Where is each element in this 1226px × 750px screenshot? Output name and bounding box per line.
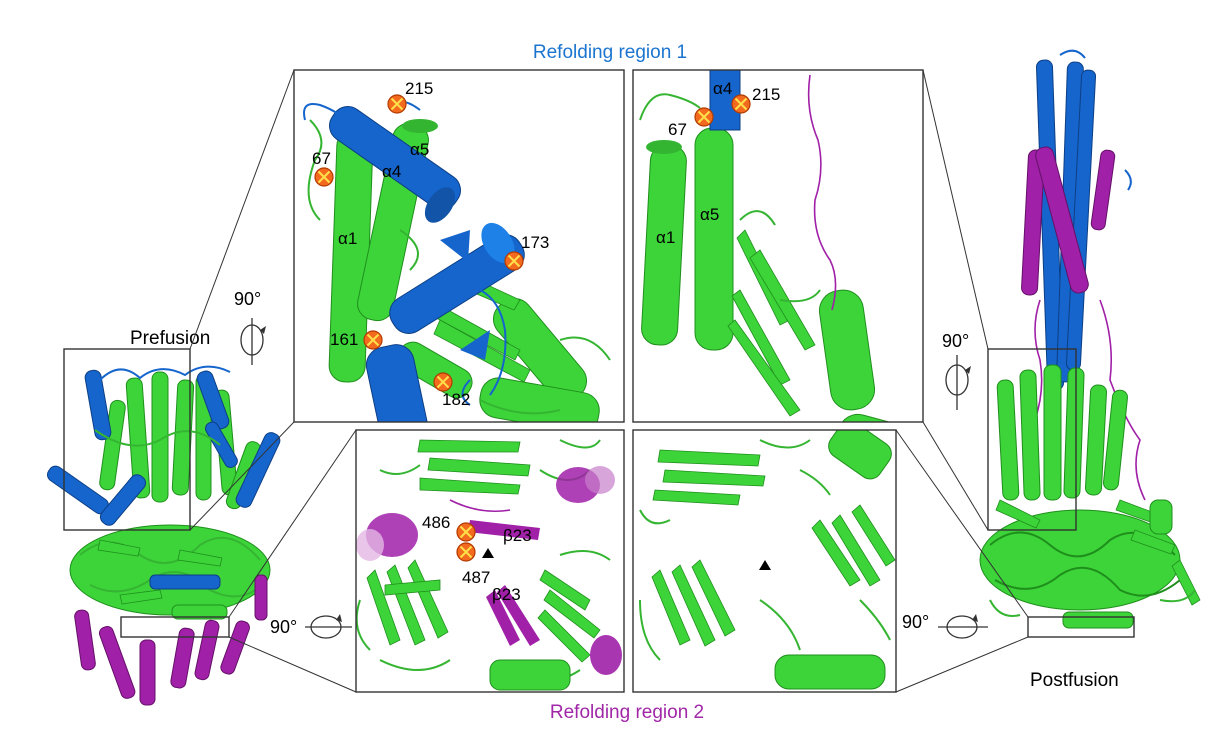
strand-label-beta23: β23 [503, 526, 532, 545]
panel-bottom-left-frame [355, 429, 625, 693]
svg-text:90°: 90° [902, 612, 929, 632]
panel-top-right-frame [632, 69, 924, 423]
panel-top-left-frame [293, 69, 625, 423]
prefusion-label: Prefusion [130, 328, 210, 349]
prefusion-inset-box-region2 [120, 616, 230, 638]
mutation-marker-161 [363, 330, 383, 350]
postfusion-inset-box-region1 [987, 348, 1077, 531]
lower-left-rotation-indicator: 90° [270, 614, 352, 639]
helix-label-alpha4: α4 [382, 162, 401, 181]
residue-label-182: 182 [442, 390, 470, 409]
helix-label-alpha1: α1 [338, 229, 357, 248]
mutation-marker-173 [504, 251, 524, 271]
prefusion-structure [46, 365, 281, 706]
panel-prefusion-region2 [356, 430, 624, 692]
residue-label-161: 161 [330, 330, 358, 349]
postfusion-rotation-indicator: 90° [942, 331, 971, 410]
strand-label-beta23-lower: β23 [492, 585, 521, 604]
svg-text:90°: 90° [942, 331, 969, 351]
mutation-marker-215 [387, 94, 407, 114]
prefusion-inset-box-region1 [63, 348, 191, 531]
residue-label-486: 486 [422, 513, 450, 532]
residue-label-173: 173 [521, 233, 549, 252]
panel-postfusion-region1 [633, 70, 923, 422]
helix-label-alpha5: α5 [410, 140, 429, 159]
helix-label-alpha4: α4 [713, 79, 732, 98]
residue-label-67: 67 [312, 149, 331, 168]
panel-postfusion-region2 [633, 430, 896, 692]
mutation-marker-67 [694, 107, 714, 127]
postfusion-inset-box-region2 [1027, 616, 1135, 638]
prefusion-rotation-indicator: 90° [234, 289, 266, 365]
panel-prefusion-region1 [294, 70, 624, 422]
residue-label-215: 215 [752, 85, 780, 104]
mutation-marker-67 [314, 167, 334, 187]
residue-label-67: 67 [668, 120, 687, 139]
mutation-marker-182 [433, 372, 453, 392]
svg-text:90°: 90° [234, 289, 261, 309]
lower-right-rotation-indicator: 90° [902, 612, 988, 639]
residue-label-487: 487 [462, 568, 490, 587]
postfusion-label: Postfusion [1030, 670, 1119, 691]
mutation-marker-487 [456, 542, 476, 562]
refolding-region-1-label: Refolding region 1 [533, 42, 687, 63]
residue-label-215: 215 [405, 79, 433, 98]
refolding-region-2-label: Refolding region 2 [550, 702, 704, 723]
helix-label-alpha5: α5 [700, 205, 719, 224]
helix-label-alpha1: α1 [656, 228, 675, 247]
svg-text:90°: 90° [270, 617, 297, 637]
mutation-marker-486 [456, 522, 476, 542]
postfusion-structure [979, 49, 1201, 629]
mutation-marker-215 [731, 94, 751, 114]
panel-bottom-right-frame [632, 429, 897, 693]
